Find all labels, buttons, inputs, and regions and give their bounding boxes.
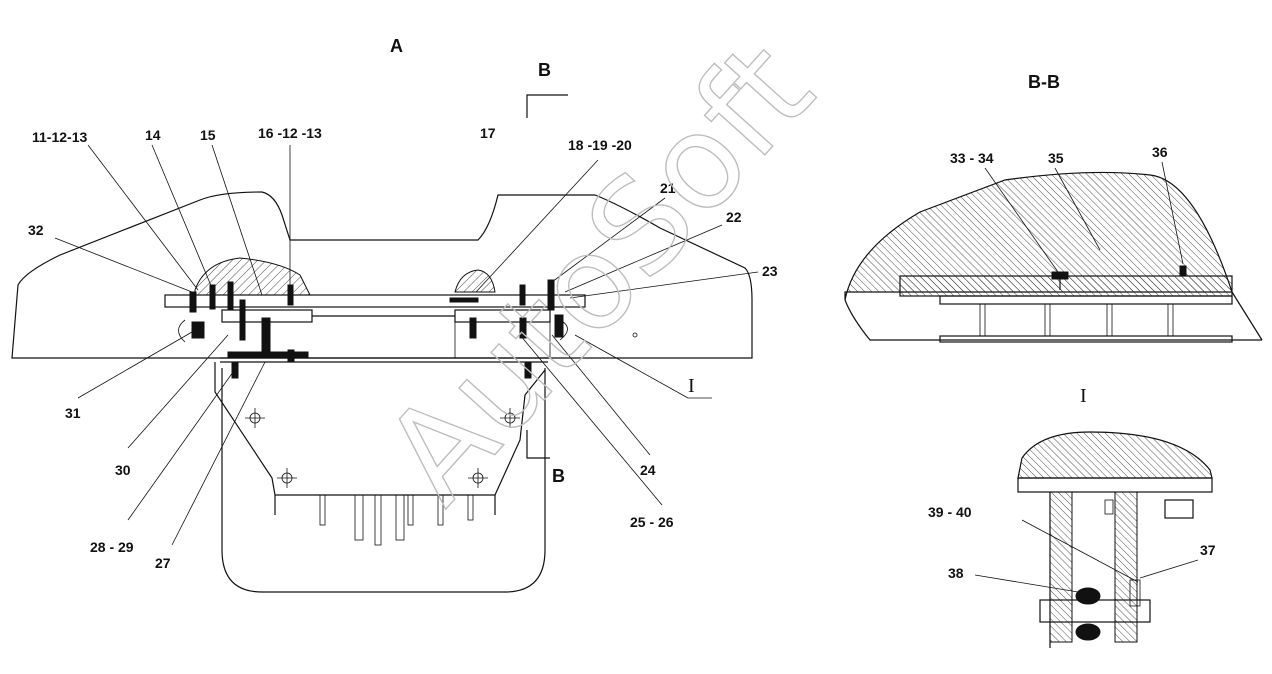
callout-38: 38 — [948, 565, 964, 581]
callout-35: 35 — [1048, 150, 1064, 166]
leader-lines — [54, 144, 759, 546]
detail-view-i: I — [974, 385, 1213, 648]
callout-22: 22 — [726, 209, 742, 225]
frame-pins — [319, 494, 474, 546]
cab-outline — [11, 191, 753, 359]
detail-mark: I — [688, 375, 695, 397]
detail-wall-right — [1114, 491, 1138, 643]
section-mark-top: B — [538, 60, 551, 80]
callout-21: 21 — [660, 180, 676, 196]
detail-casting — [1017, 431, 1213, 479]
callout-11-12-13: 11-12-13 — [32, 129, 87, 145]
callout-24: 24 — [640, 462, 656, 478]
casting-right — [454, 269, 496, 293]
mounting-plate-top — [164, 294, 586, 308]
bolts — [189, 279, 564, 379]
callout-33-34: 33 - 34 — [950, 150, 994, 166]
callout-16-12-13: 16 -12 -13 — [258, 125, 322, 141]
callout-32: 32 — [28, 222, 44, 238]
frame-holes — [245, 408, 520, 488]
callout-30: 30 — [115, 462, 131, 478]
detail-wall-left — [1049, 491, 1073, 643]
section-mark-bottom: B — [552, 466, 565, 486]
callout-31: 31 — [65, 405, 81, 421]
callout-36: 36 — [1152, 144, 1168, 160]
frame-bracket — [214, 362, 546, 496]
section-marker-b: B B — [526, 60, 568, 486]
callout-25-26: 25 - 26 — [630, 514, 674, 530]
callout-28-29: 28 - 29 — [90, 539, 134, 555]
callout-15: 15 — [200, 127, 216, 143]
section-ribs — [979, 303, 1174, 337]
main-view-title: A — [390, 36, 403, 56]
casting-left — [194, 257, 311, 296]
lower-body — [221, 368, 546, 593]
section-casting — [844, 171, 1233, 301]
callout-labels: 11-12-13 14 15 16 -12 -13 17 18 -19 -20 … — [28, 125, 1216, 581]
callout-14: 14 — [145, 127, 161, 143]
detail-title: I — [1080, 385, 1087, 407]
section-view-b-b: B-B — [844, 72, 1263, 343]
callout-27: 27 — [155, 555, 171, 571]
callout-17: 17 — [480, 125, 496, 141]
main-view-a — [11, 191, 753, 593]
callout-39-40: 39 - 40 — [928, 504, 972, 520]
callout-18-19-20: 18 -19 -20 — [568, 137, 632, 153]
callout-23: 23 — [762, 263, 778, 279]
callout-37: 37 — [1200, 542, 1216, 558]
section-title: B-B — [1028, 72, 1060, 92]
